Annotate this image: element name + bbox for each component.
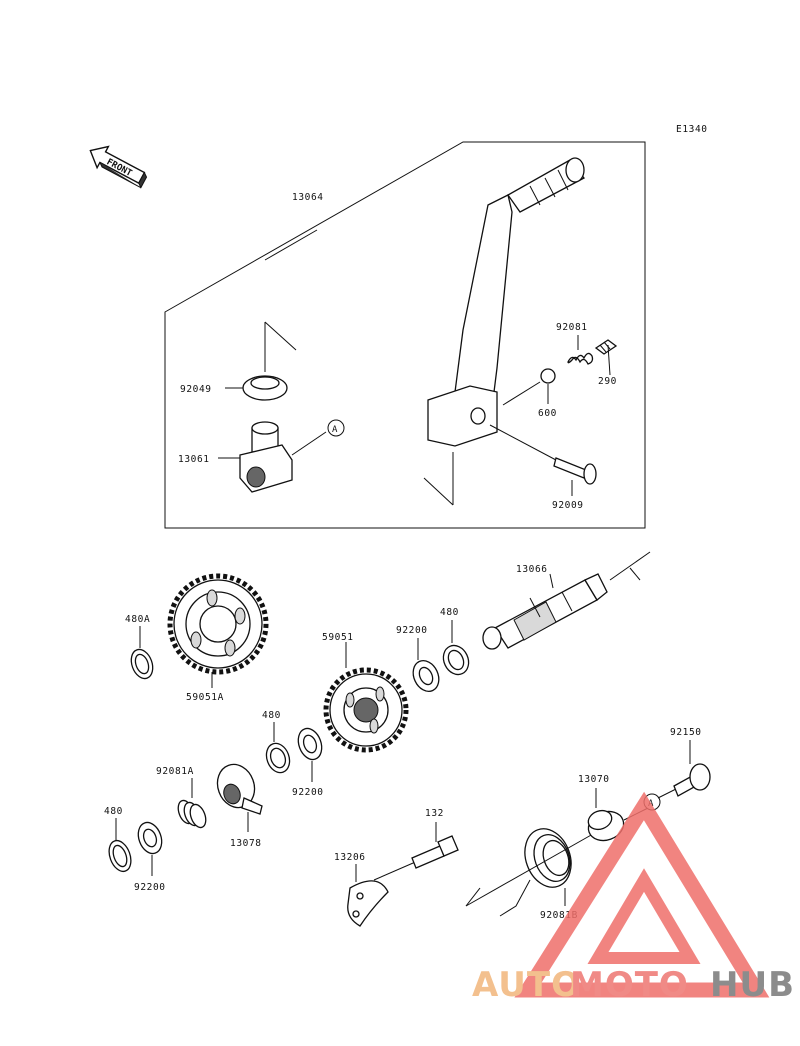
label-600: 600 [538, 408, 557, 419]
bolt-92009 [489, 424, 597, 496]
label-480-low: 480 [104, 806, 123, 817]
spring-92081b [465, 828, 601, 917]
kick-shaft-13066 [482, 551, 651, 650]
label-480-mid: 480 [262, 710, 281, 721]
spring-92081 [567, 335, 594, 365]
label-92200-low: 92200 [134, 882, 166, 893]
circlip-480-top [442, 620, 470, 676]
label-92200-top: 92200 [396, 625, 428, 636]
label-92200-mid: 92200 [292, 787, 324, 798]
label-92081a: 92081A [156, 766, 194, 777]
label-290: 290 [598, 376, 617, 387]
label-92049: 92049 [180, 384, 212, 395]
washer-92200-top [412, 638, 440, 693]
bolt-132 [373, 822, 459, 881]
label-13066: 13066 [516, 564, 548, 575]
circlip-480-low [108, 818, 132, 873]
kick-pedal-frame [164, 141, 646, 529]
logo-part-moto: MOTO [570, 965, 689, 1005]
label-92150: 92150 [670, 727, 702, 738]
spring-290 [594, 339, 618, 376]
washer-92200-mid [297, 727, 323, 782]
label-480a: 480A [125, 614, 150, 625]
pedal-boss-13061 [218, 421, 327, 493]
washer-92049 [225, 321, 297, 401]
label-13206: 13206 [334, 852, 366, 863]
automotohub-logo: AUTO MOTO HUB [472, 791, 795, 1005]
ratchet-13078 [216, 763, 263, 832]
callout-a-top: A [327, 419, 345, 437]
label-13078: 13078 [230, 838, 262, 849]
label-92009: 92009 [552, 500, 584, 511]
label-92081: 92081 [556, 322, 588, 333]
ball-600 [502, 368, 556, 406]
gear-59051 [323, 642, 409, 753]
bolt-92150 [657, 740, 711, 799]
logo-part-hub: HUB [710, 965, 795, 1005]
circlip-480a [130, 626, 154, 680]
label-92081b: 92081B [540, 910, 578, 921]
label-13070: 13070 [578, 774, 610, 785]
front-arrow-icon: FRONT [89, 145, 148, 189]
diagram-code: E1340 [676, 124, 708, 135]
spring-92081a [177, 778, 207, 829]
label-13064: 13064 [292, 192, 324, 203]
label-59051a: 59051A [186, 692, 224, 703]
svg-text:A: A [332, 425, 338, 435]
label-59051: 59051 [322, 632, 354, 643]
guide-13206 [347, 864, 389, 927]
label-132: 132 [425, 808, 444, 819]
logo-part-auto: AUTO [472, 965, 581, 1005]
collar-13070 [587, 788, 649, 842]
label-13061: 13061 [178, 454, 210, 465]
circlip-480-mid [265, 722, 291, 774]
gear-59051a [167, 573, 269, 688]
warning-triangle-icon [514, 791, 770, 998]
label-480-top: 480 [440, 607, 459, 618]
kick-pedal-arm [423, 157, 585, 506]
washer-92200-low [137, 821, 163, 876]
